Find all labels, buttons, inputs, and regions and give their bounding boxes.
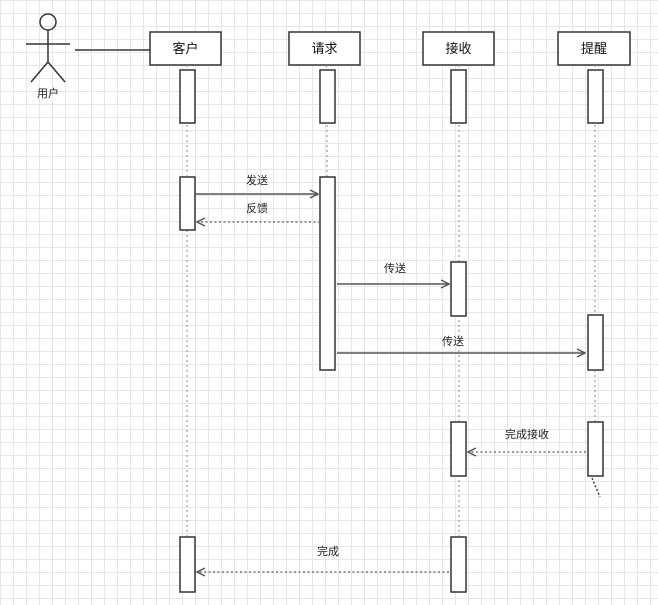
- activation-kehu-1: [179, 69, 196, 124]
- message-label-feedback: 反馈: [246, 202, 268, 215]
- activation-jieshou-1: [450, 69, 467, 124]
- activation-jieshou-2: [450, 261, 467, 317]
- participant-label-kehu: 客户: [172, 41, 198, 57]
- participant-jieshou: 接收: [422, 31, 495, 66]
- message-label-pass1: 传送: [384, 261, 406, 275]
- lifeline-tixing-end: [591, 477, 601, 498]
- message-label-send: 发送: [246, 173, 268, 187]
- participant-box-tixing: [557, 31, 631, 66]
- message-pass2: 传送: [337, 334, 585, 353]
- participant-qingqiu: 请求: [288, 31, 361, 66]
- activation-qingqiu-2: [319, 176, 336, 371]
- stick-figure-icon: [26, 13, 70, 83]
- participant-box-kehu: [149, 31, 222, 66]
- actor-user: 用户: [26, 13, 70, 100]
- activation-jieshou-4: [450, 536, 467, 593]
- activation-jieshou-3: [450, 421, 467, 477]
- activation-kehu-2: [179, 176, 196, 231]
- message-feedback: 反馈: [197, 202, 320, 222]
- message-label-done: 完成: [317, 544, 339, 558]
- message-done: 完成: [197, 544, 449, 572]
- message-pass1: 传送: [337, 261, 449, 284]
- activation-qingqiu-1: [319, 69, 336, 124]
- participant-label-qingqiu: 请求: [311, 42, 337, 57]
- message-label-pass2: 传送: [442, 334, 464, 348]
- participant-kehu: 客户: [149, 31, 222, 66]
- activation-tixing-2: [587, 314, 604, 371]
- participant-label-jieshou: 接收: [445, 41, 471, 57]
- activation-kehu-3: [179, 536, 196, 593]
- actor-label: 用户: [37, 86, 59, 100]
- participant-box-jieshou: [422, 31, 495, 66]
- participant-label-tixing: 提醒: [581, 41, 607, 57]
- participant-box-qingqiu: [288, 31, 361, 66]
- activation-tixing-1: [587, 69, 604, 124]
- participant-tixing: 提醒: [557, 31, 631, 66]
- message-done-receive: 完成接收: [468, 427, 586, 452]
- message-label-done-receive: 完成接收: [505, 427, 549, 441]
- activation-tixing-3: [587, 421, 604, 477]
- message-send: 发送: [195, 173, 318, 194]
